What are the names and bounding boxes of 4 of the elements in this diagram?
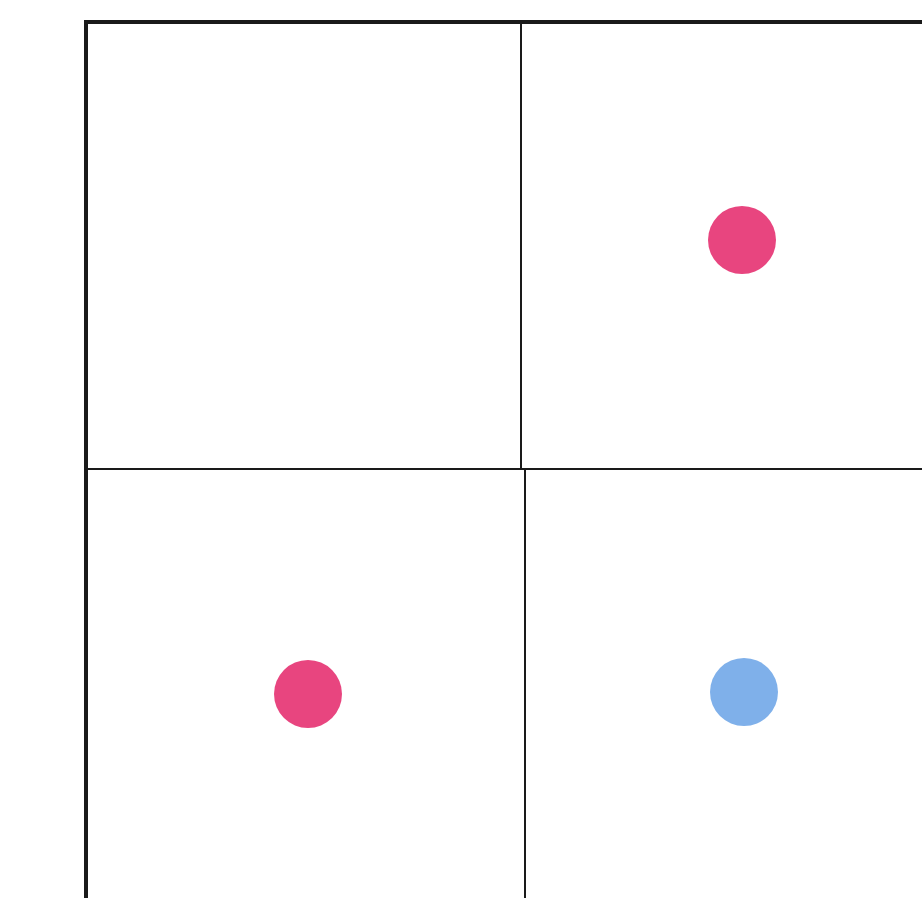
- dot: [274, 660, 342, 728]
- dot: [710, 658, 778, 726]
- dot: [708, 206, 776, 274]
- grid-cell: [84, 20, 522, 470]
